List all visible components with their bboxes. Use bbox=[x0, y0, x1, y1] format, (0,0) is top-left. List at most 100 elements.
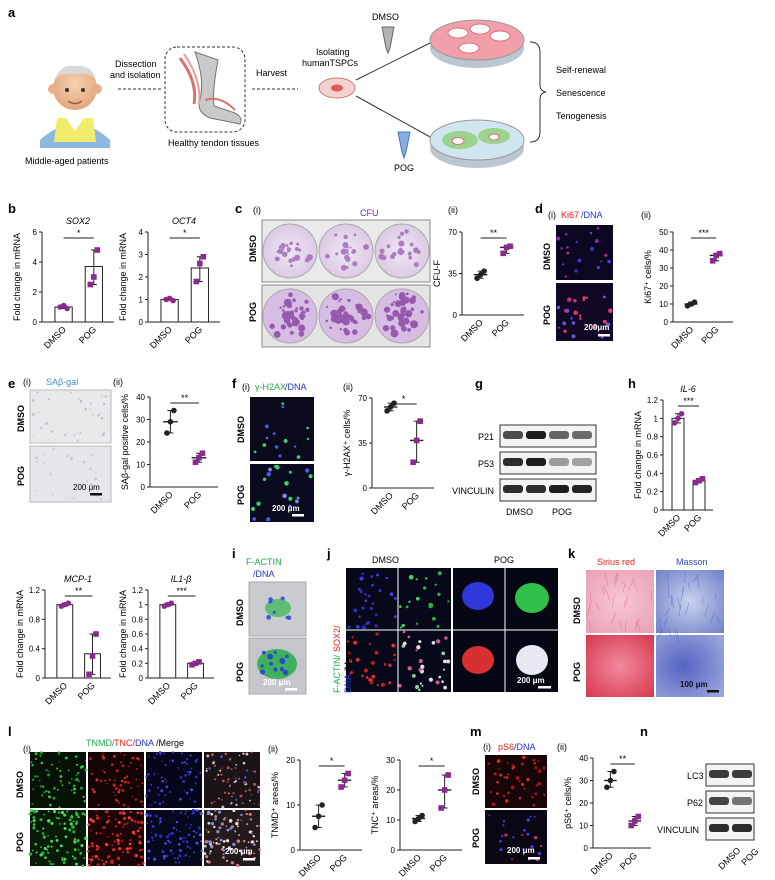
l-merge bbox=[222, 818, 226, 821]
l-merge bbox=[246, 769, 249, 772]
k-fiber bbox=[674, 628, 677, 638]
j-dna bbox=[376, 573, 379, 577]
d-cell bbox=[596, 226, 600, 230]
l-dna bbox=[149, 804, 152, 806]
l-dna bbox=[183, 768, 185, 771]
cfu-colony bbox=[288, 292, 293, 298]
b_oct4-ytick-label-1: 1 bbox=[139, 296, 144, 305]
l-sub-ii: (ii) bbox=[268, 744, 278, 754]
l-dna bbox=[162, 801, 165, 803]
l-tnmd bbox=[41, 832, 45, 835]
l-tnmd bbox=[66, 810, 69, 813]
g-band bbox=[526, 431, 546, 439]
k-fiber bbox=[622, 580, 627, 588]
l-merge bbox=[218, 826, 222, 830]
l-dna bbox=[153, 857, 157, 861]
n-label-lc3: LC3 bbox=[687, 771, 704, 781]
f-cell bbox=[268, 467, 272, 472]
patient-illustration bbox=[40, 65, 110, 148]
h_il6-ylabel: Fold change in mRNA bbox=[633, 411, 643, 499]
l-tnmd bbox=[50, 845, 53, 848]
l-dna bbox=[176, 857, 179, 860]
cfu-plate-pog bbox=[261, 284, 431, 348]
l-tnmd bbox=[49, 862, 52, 866]
l-tnc bbox=[136, 820, 140, 824]
j-dna bbox=[353, 608, 358, 613]
mcp1-point-1-2 bbox=[93, 631, 99, 637]
b_oct4-ytick-label-4: 4 bbox=[139, 228, 144, 237]
h_il6-title: IL-6 bbox=[680, 384, 696, 394]
l-dna bbox=[160, 776, 163, 779]
l-merge bbox=[256, 840, 258, 843]
panel-letter-i: i bbox=[232, 546, 236, 561]
l-dna bbox=[199, 771, 202, 774]
b_oct4-ytick-label-3: 3 bbox=[139, 251, 144, 260]
j-merge bbox=[419, 682, 423, 685]
l-merge bbox=[214, 815, 218, 818]
cfu-colony bbox=[404, 310, 413, 318]
e_sabgal-ytick-label-1: 10 bbox=[136, 461, 145, 470]
l-merge bbox=[235, 803, 238, 807]
j-dna bbox=[389, 592, 394, 597]
l-dna bbox=[151, 824, 155, 828]
j-merge bbox=[418, 688, 421, 692]
l-tnc bbox=[106, 782, 108, 784]
l-dna bbox=[184, 812, 187, 815]
l-tnc bbox=[123, 776, 127, 780]
l-tnc bbox=[91, 819, 95, 823]
l-tnmd bbox=[32, 778, 34, 781]
k-fiber bbox=[588, 599, 593, 613]
l-dna bbox=[177, 861, 181, 864]
l-tnc bbox=[105, 810, 109, 814]
l-merge bbox=[226, 828, 230, 832]
cfu-colony bbox=[298, 324, 306, 332]
j-sox2 bbox=[365, 676, 369, 679]
f-cell bbox=[253, 450, 257, 454]
l-tnc bbox=[102, 826, 106, 829]
l-tnc bbox=[95, 810, 97, 812]
cfu-colony bbox=[293, 317, 299, 322]
m-scale-bar bbox=[528, 857, 540, 860]
cfu-colony bbox=[406, 314, 410, 317]
l-dna bbox=[184, 837, 186, 839]
l-tnmd bbox=[41, 794, 44, 797]
il1b-ytick-label-0: 0 bbox=[139, 674, 144, 683]
d-cell bbox=[600, 260, 603, 263]
patients-label: Middle-aged patients bbox=[25, 156, 109, 166]
j-sox2 bbox=[353, 640, 358, 645]
f-scale-label: 200 μm bbox=[272, 504, 300, 513]
cfu-colony bbox=[289, 241, 293, 246]
l-tnc bbox=[121, 840, 124, 843]
l-dna bbox=[154, 814, 157, 817]
e-cell bbox=[79, 431, 82, 434]
k-fiber bbox=[657, 631, 663, 640]
l-tnmd bbox=[82, 795, 85, 799]
l-tnc bbox=[126, 851, 129, 854]
l-tnc bbox=[120, 761, 122, 764]
l-tnc bbox=[130, 787, 133, 789]
j-sox2 bbox=[346, 640, 350, 643]
panel-letter-k: k bbox=[568, 546, 576, 561]
k-fiber bbox=[676, 596, 681, 609]
l-tnmd bbox=[73, 856, 77, 860]
m_ps6-sig-label: ** bbox=[619, 754, 627, 764]
l_tnmd-xlabel-1: POG bbox=[328, 852, 349, 873]
l-tnmd bbox=[79, 765, 83, 769]
l-dna bbox=[166, 854, 169, 858]
m-ps6 bbox=[533, 815, 536, 818]
l-merge bbox=[205, 769, 208, 773]
l-merge bbox=[215, 842, 218, 845]
k-fiber bbox=[666, 572, 669, 584]
l-tnmd bbox=[52, 863, 55, 866]
l-merge bbox=[221, 767, 223, 769]
l-merge bbox=[244, 781, 247, 783]
l-tnc bbox=[119, 783, 123, 787]
f-cell bbox=[281, 405, 285, 409]
cfu-colony bbox=[353, 233, 357, 237]
m-ps6 bbox=[504, 833, 508, 837]
e-cell bbox=[86, 479, 88, 482]
f-cell bbox=[305, 468, 310, 473]
l-tnmd bbox=[31, 803, 34, 806]
l-tnmd bbox=[45, 769, 48, 772]
